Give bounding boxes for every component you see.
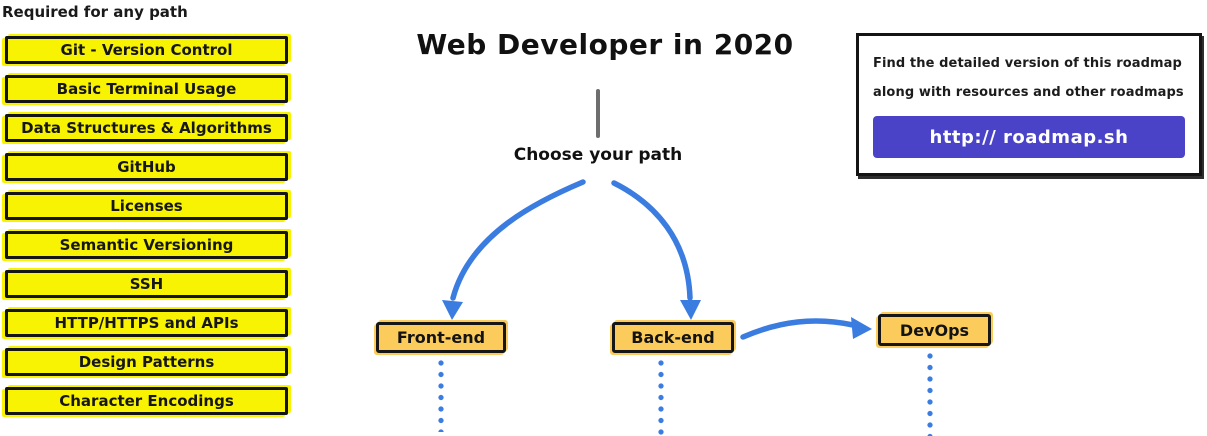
required-item-http: HTTP/HTTPS and APIs <box>5 309 288 337</box>
title-connector-line <box>596 89 600 138</box>
arrow-to-frontend <box>450 179 586 301</box>
info-box: Find the detailed version of this roadma… <box>856 33 1202 176</box>
required-item-github: GitHub <box>5 153 288 181</box>
backend-node[interactable]: Back-end <box>612 322 734 353</box>
required-item-dsa: Data Structures & Algorithms <box>5 114 288 142</box>
required-item-ssh: SSH <box>5 270 288 298</box>
roadmap-link-button[interactable]: http:// roadmap.sh <box>873 116 1185 158</box>
arrow-to-backend <box>611 180 693 301</box>
frontend-continuation-dots <box>438 360 444 432</box>
devops-node[interactable]: DevOps <box>878 314 991 346</box>
frontend-node[interactable]: Front-end <box>376 322 506 353</box>
info-line-1: Find the detailed version of this roadma… <box>873 56 1182 71</box>
choose-path-label: Choose your path <box>513 145 683 165</box>
page-title: Web Developer in 2020 <box>416 28 794 61</box>
devops-continuation-dots <box>927 353 933 436</box>
required-item-git: Git - Version Control <box>5 36 288 64</box>
info-line-2: along with resources and other roadmaps <box>873 85 1184 100</box>
required-section-heading: Required for any path <box>2 3 188 21</box>
backend-continuation-dots <box>658 360 664 436</box>
required-item-semver: Semantic Versioning <box>5 231 288 259</box>
required-item-terminal: Basic Terminal Usage <box>5 75 288 103</box>
arrowhead-frontend-icon <box>442 300 463 320</box>
arrowhead-backend-icon <box>680 300 701 320</box>
required-list: Git - Version Control Basic Terminal Usa… <box>5 36 288 426</box>
arrow-backend-to-devops <box>740 318 856 340</box>
required-item-licenses: Licenses <box>5 192 288 220</box>
required-item-encodings: Character Encodings <box>5 387 288 415</box>
arrowhead-devops-icon <box>851 317 872 339</box>
required-item-design-patterns: Design Patterns <box>5 348 288 376</box>
